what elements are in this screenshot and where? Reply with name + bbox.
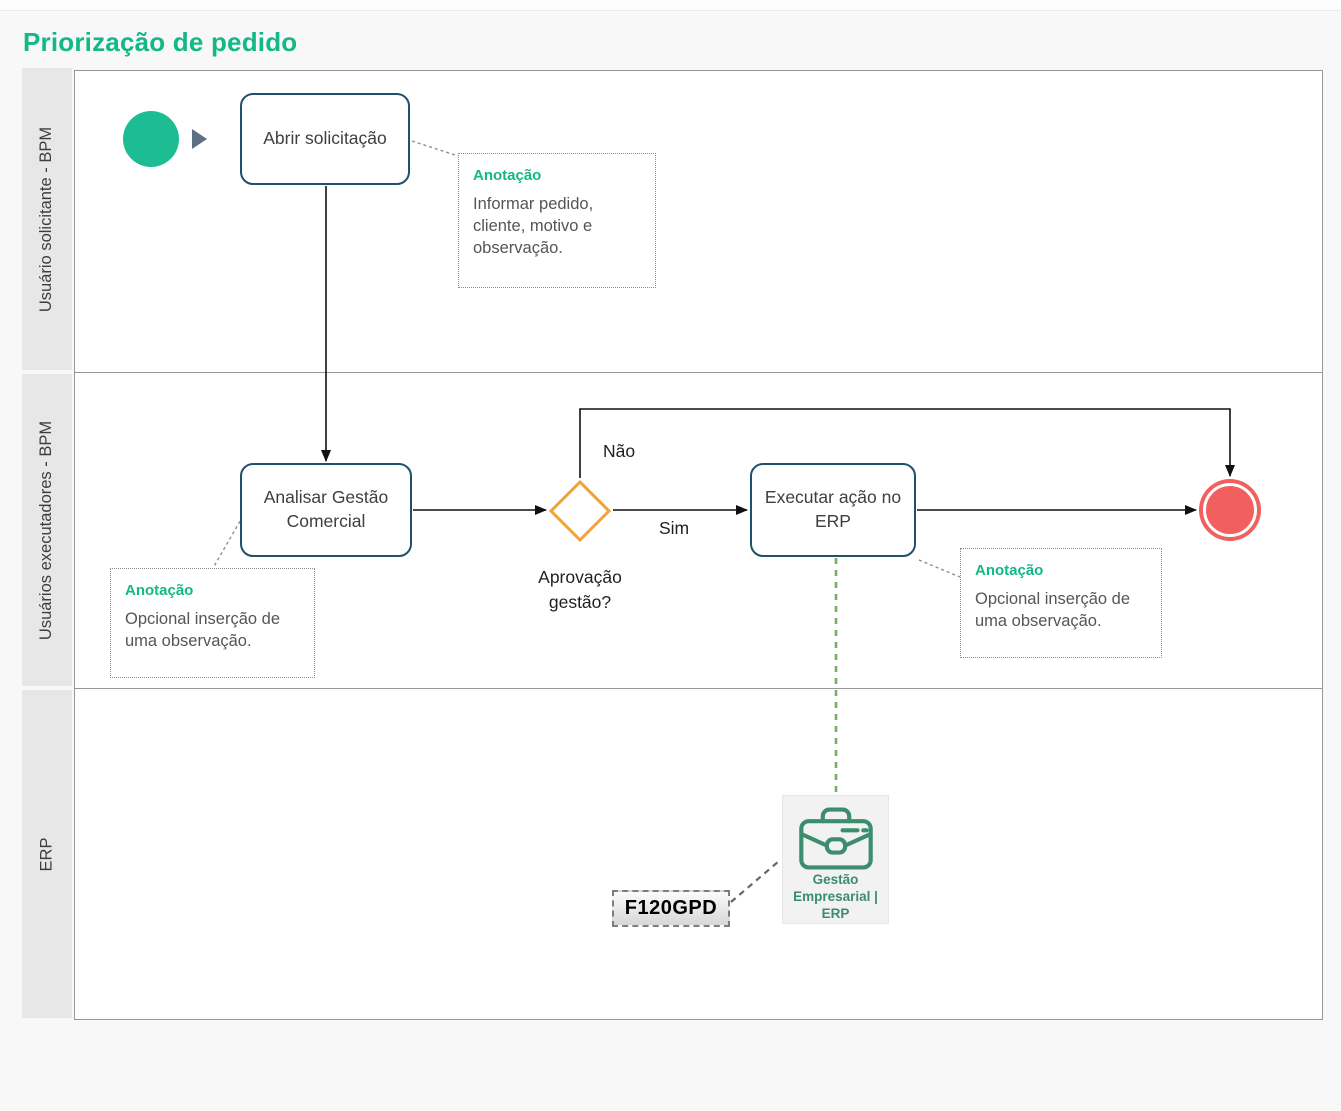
erp-system-card: Gestão Empresarial | ERP [782,795,889,924]
annotation-analisar: Anotação Opcional inserção de uma observ… [110,568,315,678]
task-executar-acao-erp: Executar ação no ERP [750,463,916,557]
flow-label-nao: Não [603,441,636,461]
task-label: Analisar Gestão Comercial [263,487,389,531]
play-icon [192,129,207,149]
erp-card-title: Gestão [812,872,859,888]
end-event-ring [1203,483,1257,537]
flow-label-sim: Sim [659,518,690,538]
annotation-header: Anotação [125,582,194,599]
annotation-abrir: Anotação Informar pedido, cliente, motiv… [458,153,656,288]
annotation-header: Anotação [975,562,1044,579]
program-ref-badge: F120GPD [612,890,730,927]
lane-divider-1 [75,372,1322,373]
erp-card-subtitle: Empresarial | ERP [793,889,878,922]
annotation-body: Informar pedido, cliente, motivo e obser… [473,195,594,257]
end-event [1199,479,1261,541]
lane-header-usuario-solicitante: Usuário solicitante - BPM [22,68,72,370]
page-title: Priorização de pedido [23,27,298,57]
gateway-label: Aprovação gestão? [538,567,622,613]
briefcase-icon [798,807,873,870]
annotation-body: Opcional inserção de uma observação. [975,590,1131,630]
task-analisar-gestao-comercial: Analisar Gestão Comercial [240,463,412,557]
task-abrir-solicitacao: Abrir solicitação [240,93,410,185]
start-event [123,111,179,167]
lane-label: Usuários executadores - BPM [37,420,56,640]
lane-divider-2 [75,688,1322,689]
lane-header-usuarios-executadores: Usuários executadores - BPM [22,374,72,686]
top-divider [0,0,1341,11]
annotation-body: Opcional inserção de uma observação. [125,610,281,650]
task-label: Executar ação no ERP [764,487,902,531]
annotation-executar: Anotação Opcional inserção de uma observ… [960,548,1162,658]
lane-label: ERP [37,837,56,871]
lane-header-erp: ERP [22,690,72,1018]
task-label: Abrir solicitação [263,128,387,149]
lane-label: Usuário solicitante - BPM [37,126,56,312]
annotation-header: Anotação [473,167,542,184]
